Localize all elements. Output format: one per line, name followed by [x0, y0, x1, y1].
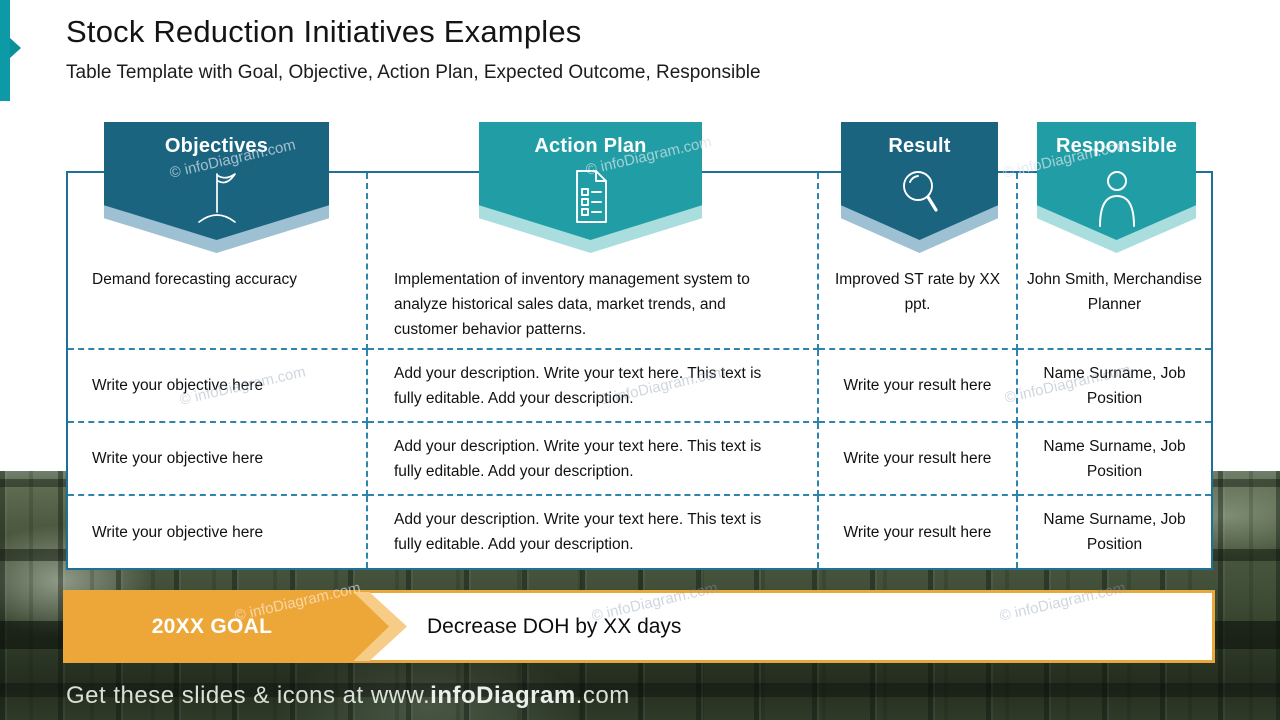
column-header-action-plan: Action Plan	[479, 122, 702, 253]
footer-credit: Get these slides & icons at www.infoDiag…	[66, 682, 630, 710]
table-cell-objective-2: Write your objective here	[68, 350, 368, 423]
table-cell-result-1: Improved ST rate by XX ppt.	[819, 173, 1018, 350]
initiatives-table: Demand forecasting accuracy Implementati…	[66, 122, 1213, 570]
table-cell-result-2: Write your result here	[819, 350, 1018, 423]
magnifier-icon	[899, 168, 941, 230]
checklist-icon	[570, 168, 612, 228]
footer-brand-link[interactable]: infoDiagram	[430, 682, 576, 709]
accent-bar	[0, 0, 10, 101]
footer-prefix: Get these slides & icons at www.	[66, 682, 431, 709]
accent-arrow-icon	[10, 38, 21, 58]
column-header-responsible: Responsible	[1037, 122, 1196, 253]
page-title: Stock Reduction Initiatives Examples	[66, 14, 582, 49]
goal-text: Decrease DOH by XX days	[427, 614, 682, 638]
table-cell-objective-4: Write your objective here	[68, 496, 368, 568]
table-cell-objective-1: Demand forecasting accuracy	[68, 173, 368, 350]
goal-banner: 20XX GOAL Decrease DOH by XX days	[63, 590, 1215, 663]
table-cell-responsible-3: Name Surname, Job Position	[1018, 423, 1211, 496]
column-header-label: Action Plan	[534, 135, 647, 157]
goal-label: 20XX GOAL	[151, 614, 273, 638]
table-cell-responsible-2: Name Surname, Job Position	[1018, 350, 1211, 423]
goal-chevron-dark	[65, 592, 389, 661]
table-cell-action-1: Implementation of inventory management s…	[368, 173, 819, 350]
page-subtitle: Table Template with Goal, Objective, Act…	[66, 62, 761, 83]
table-cell-action-3: Add your description. Write your text he…	[368, 423, 819, 496]
table-cell-result-4: Write your result here	[819, 496, 1018, 568]
table-cell-responsible-4: Name Surname, Job Position	[1043, 511, 1186, 553]
table-cell-action-2: Add your description. Write your text he…	[368, 350, 819, 423]
footer-suffix: .com	[575, 682, 630, 709]
table-cell-objective-3: Write your objective here	[68, 423, 368, 496]
column-header-label: Responsible	[1055, 135, 1178, 157]
table-cell-result-3: Write your result here	[819, 423, 1018, 496]
person-icon	[1093, 168, 1141, 230]
table-cell-action-4: Add your description. Write your text he…	[368, 496, 819, 568]
column-header-objectives: Objectives	[104, 122, 329, 253]
column-header-result: Result	[841, 122, 998, 253]
table-cell-responsible-1: John Smith, Merchandise Planner	[1018, 173, 1211, 350]
flag-icon	[194, 168, 240, 230]
column-header-label: Result	[888, 135, 951, 157]
column-header-label: Objectives	[164, 135, 269, 157]
